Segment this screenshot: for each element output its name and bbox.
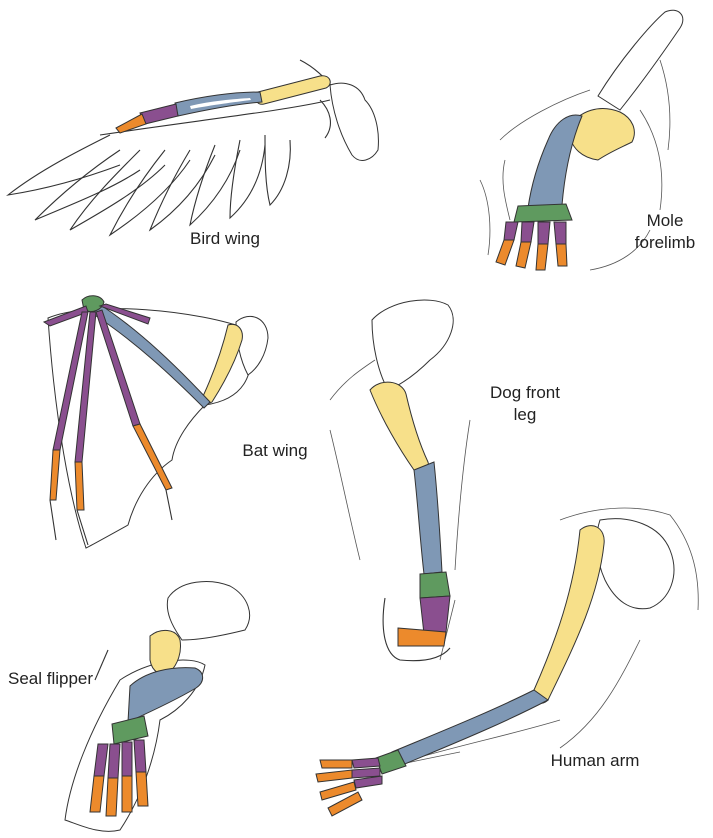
dog-metacarpals [420, 596, 450, 634]
dog-radius-ulna [414, 462, 442, 574]
seal-flipper-label: Seal flipper [8, 668, 118, 690]
dog-humerus [370, 382, 429, 475]
mole-carpals [514, 204, 572, 222]
human-radius-ulna [392, 690, 548, 766]
human-metacarpals [352, 758, 382, 788]
dog-scapula [372, 300, 453, 390]
mole-clavicle [598, 10, 683, 110]
seal-scapula [167, 582, 249, 640]
bird-wing-label: Bird wing [170, 228, 280, 250]
mole-radius-ulna [528, 115, 582, 208]
human-humerus [533, 526, 604, 704]
dog-carpals [420, 572, 450, 598]
dog-front-leg-label: Dog front leg [470, 382, 580, 426]
mole-label-line1: Mole [625, 210, 705, 232]
human-scapula [597, 519, 674, 609]
bat-wing-illustration [44, 296, 268, 548]
human-arm-label: Human arm [535, 750, 655, 772]
bird-humerus [255, 76, 330, 105]
seal-flipper-illustration [65, 582, 250, 832]
mole-phalanges [496, 240, 567, 270]
mole-forelimb-label: Mole forelimb [625, 210, 705, 254]
dog-label-line2: leg [470, 404, 580, 426]
bird-wing-illustration [8, 60, 378, 235]
bird-shoulder-bone [330, 83, 378, 160]
bat-wing-label: Bat wing [225, 440, 325, 462]
bird-metacarpals [140, 104, 178, 124]
dog-leg-illustration [330, 300, 470, 661]
mole-label-line2: forelimb [625, 232, 705, 254]
dog-label-line1: Dog front [470, 382, 580, 404]
